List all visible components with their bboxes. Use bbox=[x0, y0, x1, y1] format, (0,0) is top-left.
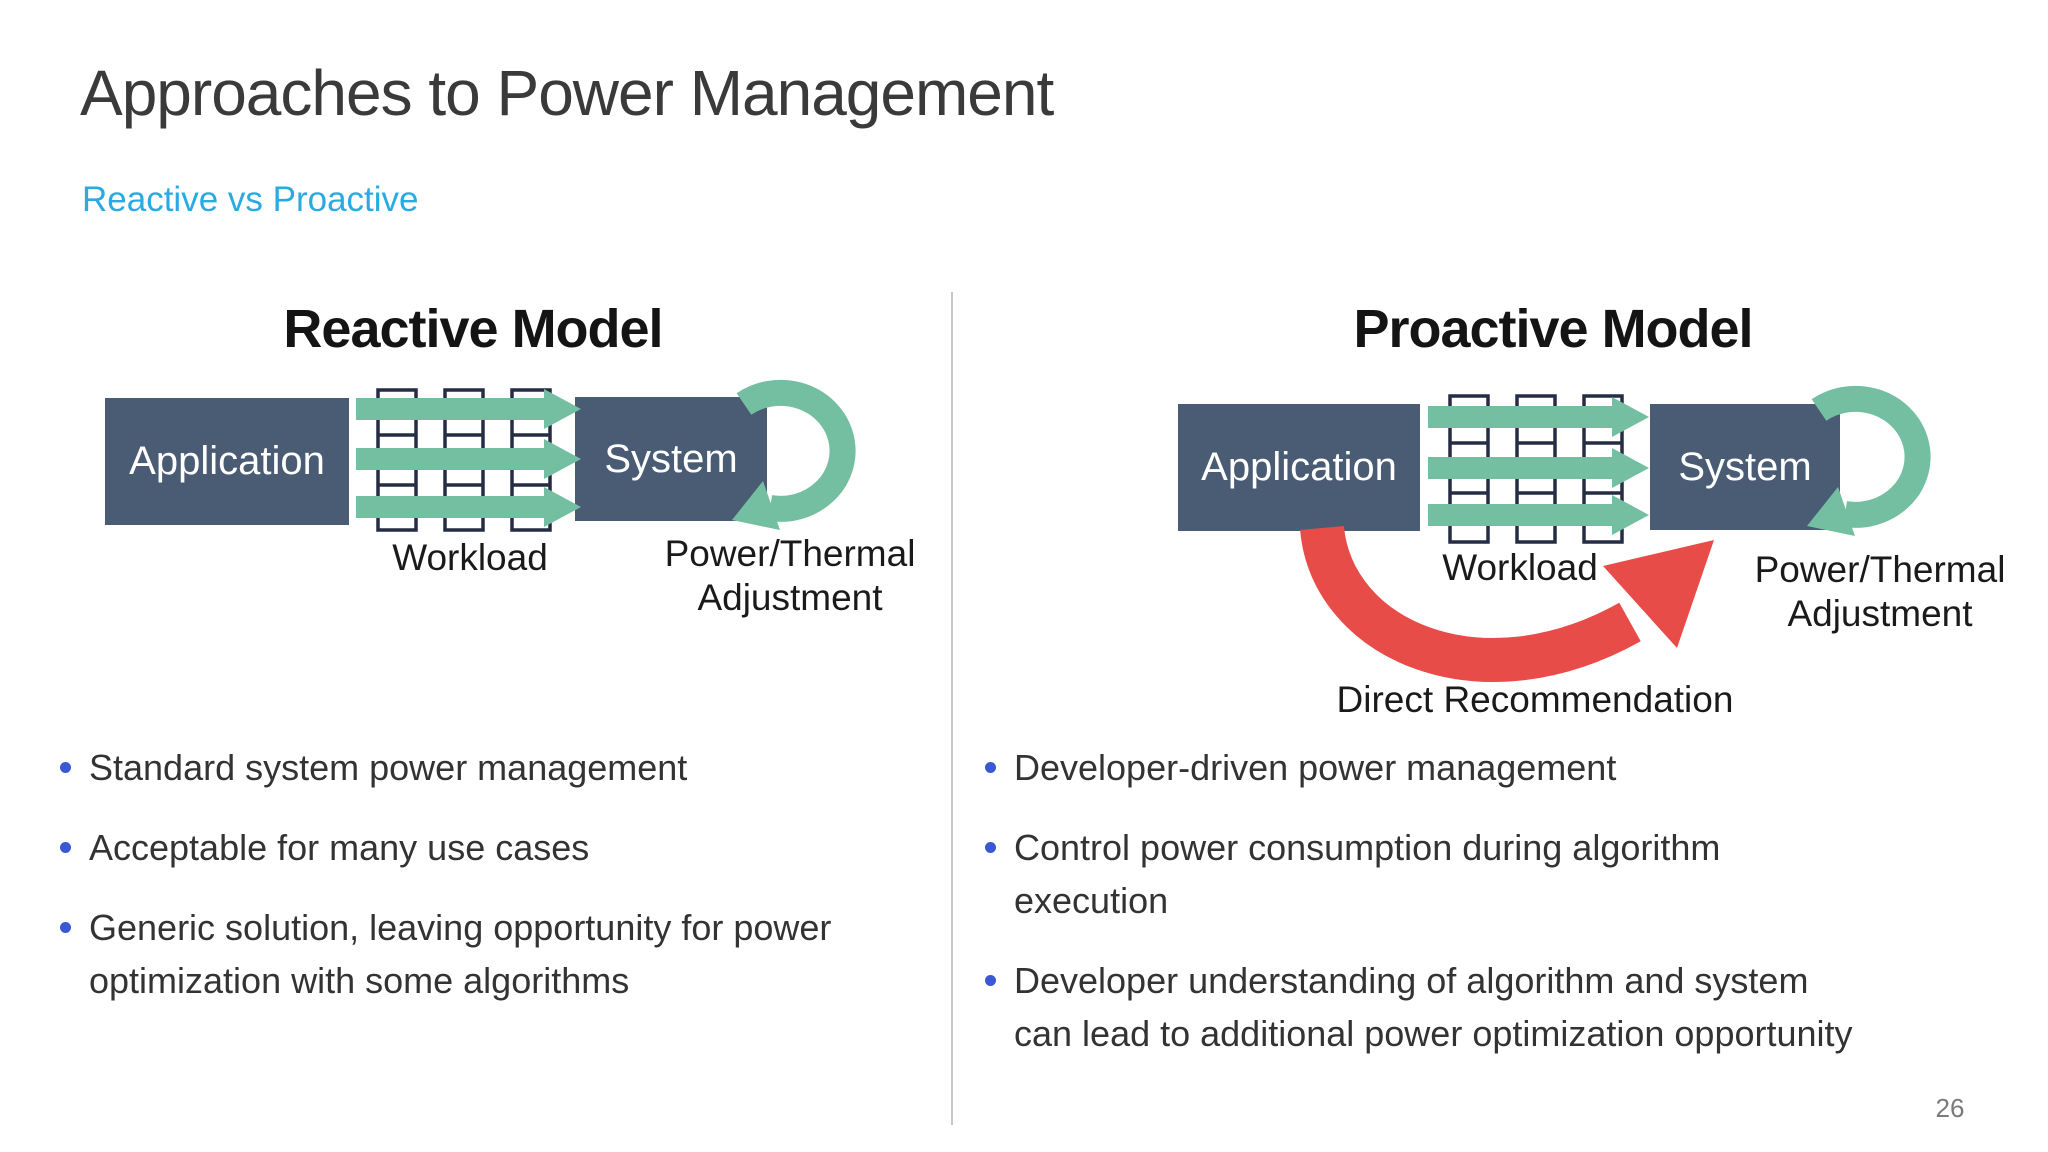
proactive-bullet-list: Developer-driven power management Contro… bbox=[985, 742, 1865, 1088]
bullet-dot-icon bbox=[985, 762, 996, 773]
bullet-dot-icon bbox=[985, 841, 996, 853]
reactive-adjustment-label: Power/Thermal Adjustment bbox=[664, 533, 916, 618]
proactive-model-heading: Proactive Model bbox=[1353, 299, 1753, 359]
ladder-column bbox=[376, 388, 418, 532]
list-item: Developer-driven power management bbox=[985, 742, 1865, 795]
bullet-dot-icon bbox=[985, 974, 996, 986]
bullet-text: Acceptable for many use cases bbox=[89, 826, 590, 868]
list-item: Standard system power management bbox=[60, 742, 840, 795]
workload-arrow bbox=[356, 439, 581, 479]
ladder-column bbox=[443, 388, 485, 532]
list-item: Control power consumption during algorit… bbox=[985, 822, 1865, 928]
workload-arrow bbox=[1428, 495, 1649, 535]
ladder-rungs bbox=[1450, 441, 1622, 495]
reactive-workload-arrows bbox=[356, 389, 581, 527]
proactive-workload-label: Workload bbox=[1442, 547, 1598, 588]
ladder-column bbox=[1515, 394, 1557, 544]
bullet-text: Developer understanding of algorithm and… bbox=[1014, 959, 1853, 1054]
reactive-model-heading: Reactive Model bbox=[283, 299, 663, 359]
bullet-text: Control power consumption during algorit… bbox=[1014, 826, 1721, 921]
bullet-text: Developer-driven power management bbox=[1014, 747, 1617, 788]
ladder-rungs bbox=[378, 433, 550, 487]
reactive-workload-label: Workload bbox=[392, 537, 548, 578]
reactive-bullet-list: Standard system power management Accepta… bbox=[60, 742, 840, 1035]
workload-arrow bbox=[356, 389, 581, 429]
proactive-workload-ladder bbox=[1448, 394, 1624, 544]
ladder-column bbox=[1582, 394, 1624, 544]
workload-arrow bbox=[1428, 397, 1649, 437]
list-item: Generic solution, leaving opportunity fo… bbox=[60, 902, 840, 1008]
bullet-dot-icon bbox=[60, 921, 71, 933]
list-item: Developer understanding of algorithm and… bbox=[985, 955, 1865, 1061]
page-title: Approaches to Power Management bbox=[80, 57, 1054, 129]
workload-arrow bbox=[1428, 448, 1649, 488]
bullet-text: Standard system power management bbox=[89, 747, 688, 788]
direct-recommendation-label: Direct Recommendation bbox=[1336, 679, 1734, 720]
list-item: Acceptable for many use cases bbox=[60, 822, 840, 875]
page-subtitle: Reactive vs Proactive bbox=[82, 180, 419, 219]
bullet-dot-icon bbox=[60, 841, 71, 853]
reactive-system-box: System bbox=[575, 397, 767, 521]
bullet-dot-icon bbox=[60, 762, 71, 773]
proactive-system-box: System bbox=[1650, 404, 1840, 530]
ladder-column bbox=[1448, 394, 1490, 544]
bullet-text: Generic solution, leaving opportunity fo… bbox=[89, 906, 832, 1001]
proactive-application-box: Application bbox=[1178, 404, 1420, 531]
page-number: 26 bbox=[1935, 1093, 1965, 1123]
vertical-divider bbox=[951, 292, 953, 1125]
proactive-workload-arrows bbox=[1428, 397, 1649, 535]
reactive-application-box: Application bbox=[105, 398, 349, 525]
workload-arrow bbox=[356, 487, 581, 527]
reactive-workload-ladder bbox=[376, 388, 552, 532]
proactive-adjustment-label: Power/Thermal Adjustment bbox=[1754, 549, 2006, 634]
ladder-column bbox=[510, 388, 552, 532]
